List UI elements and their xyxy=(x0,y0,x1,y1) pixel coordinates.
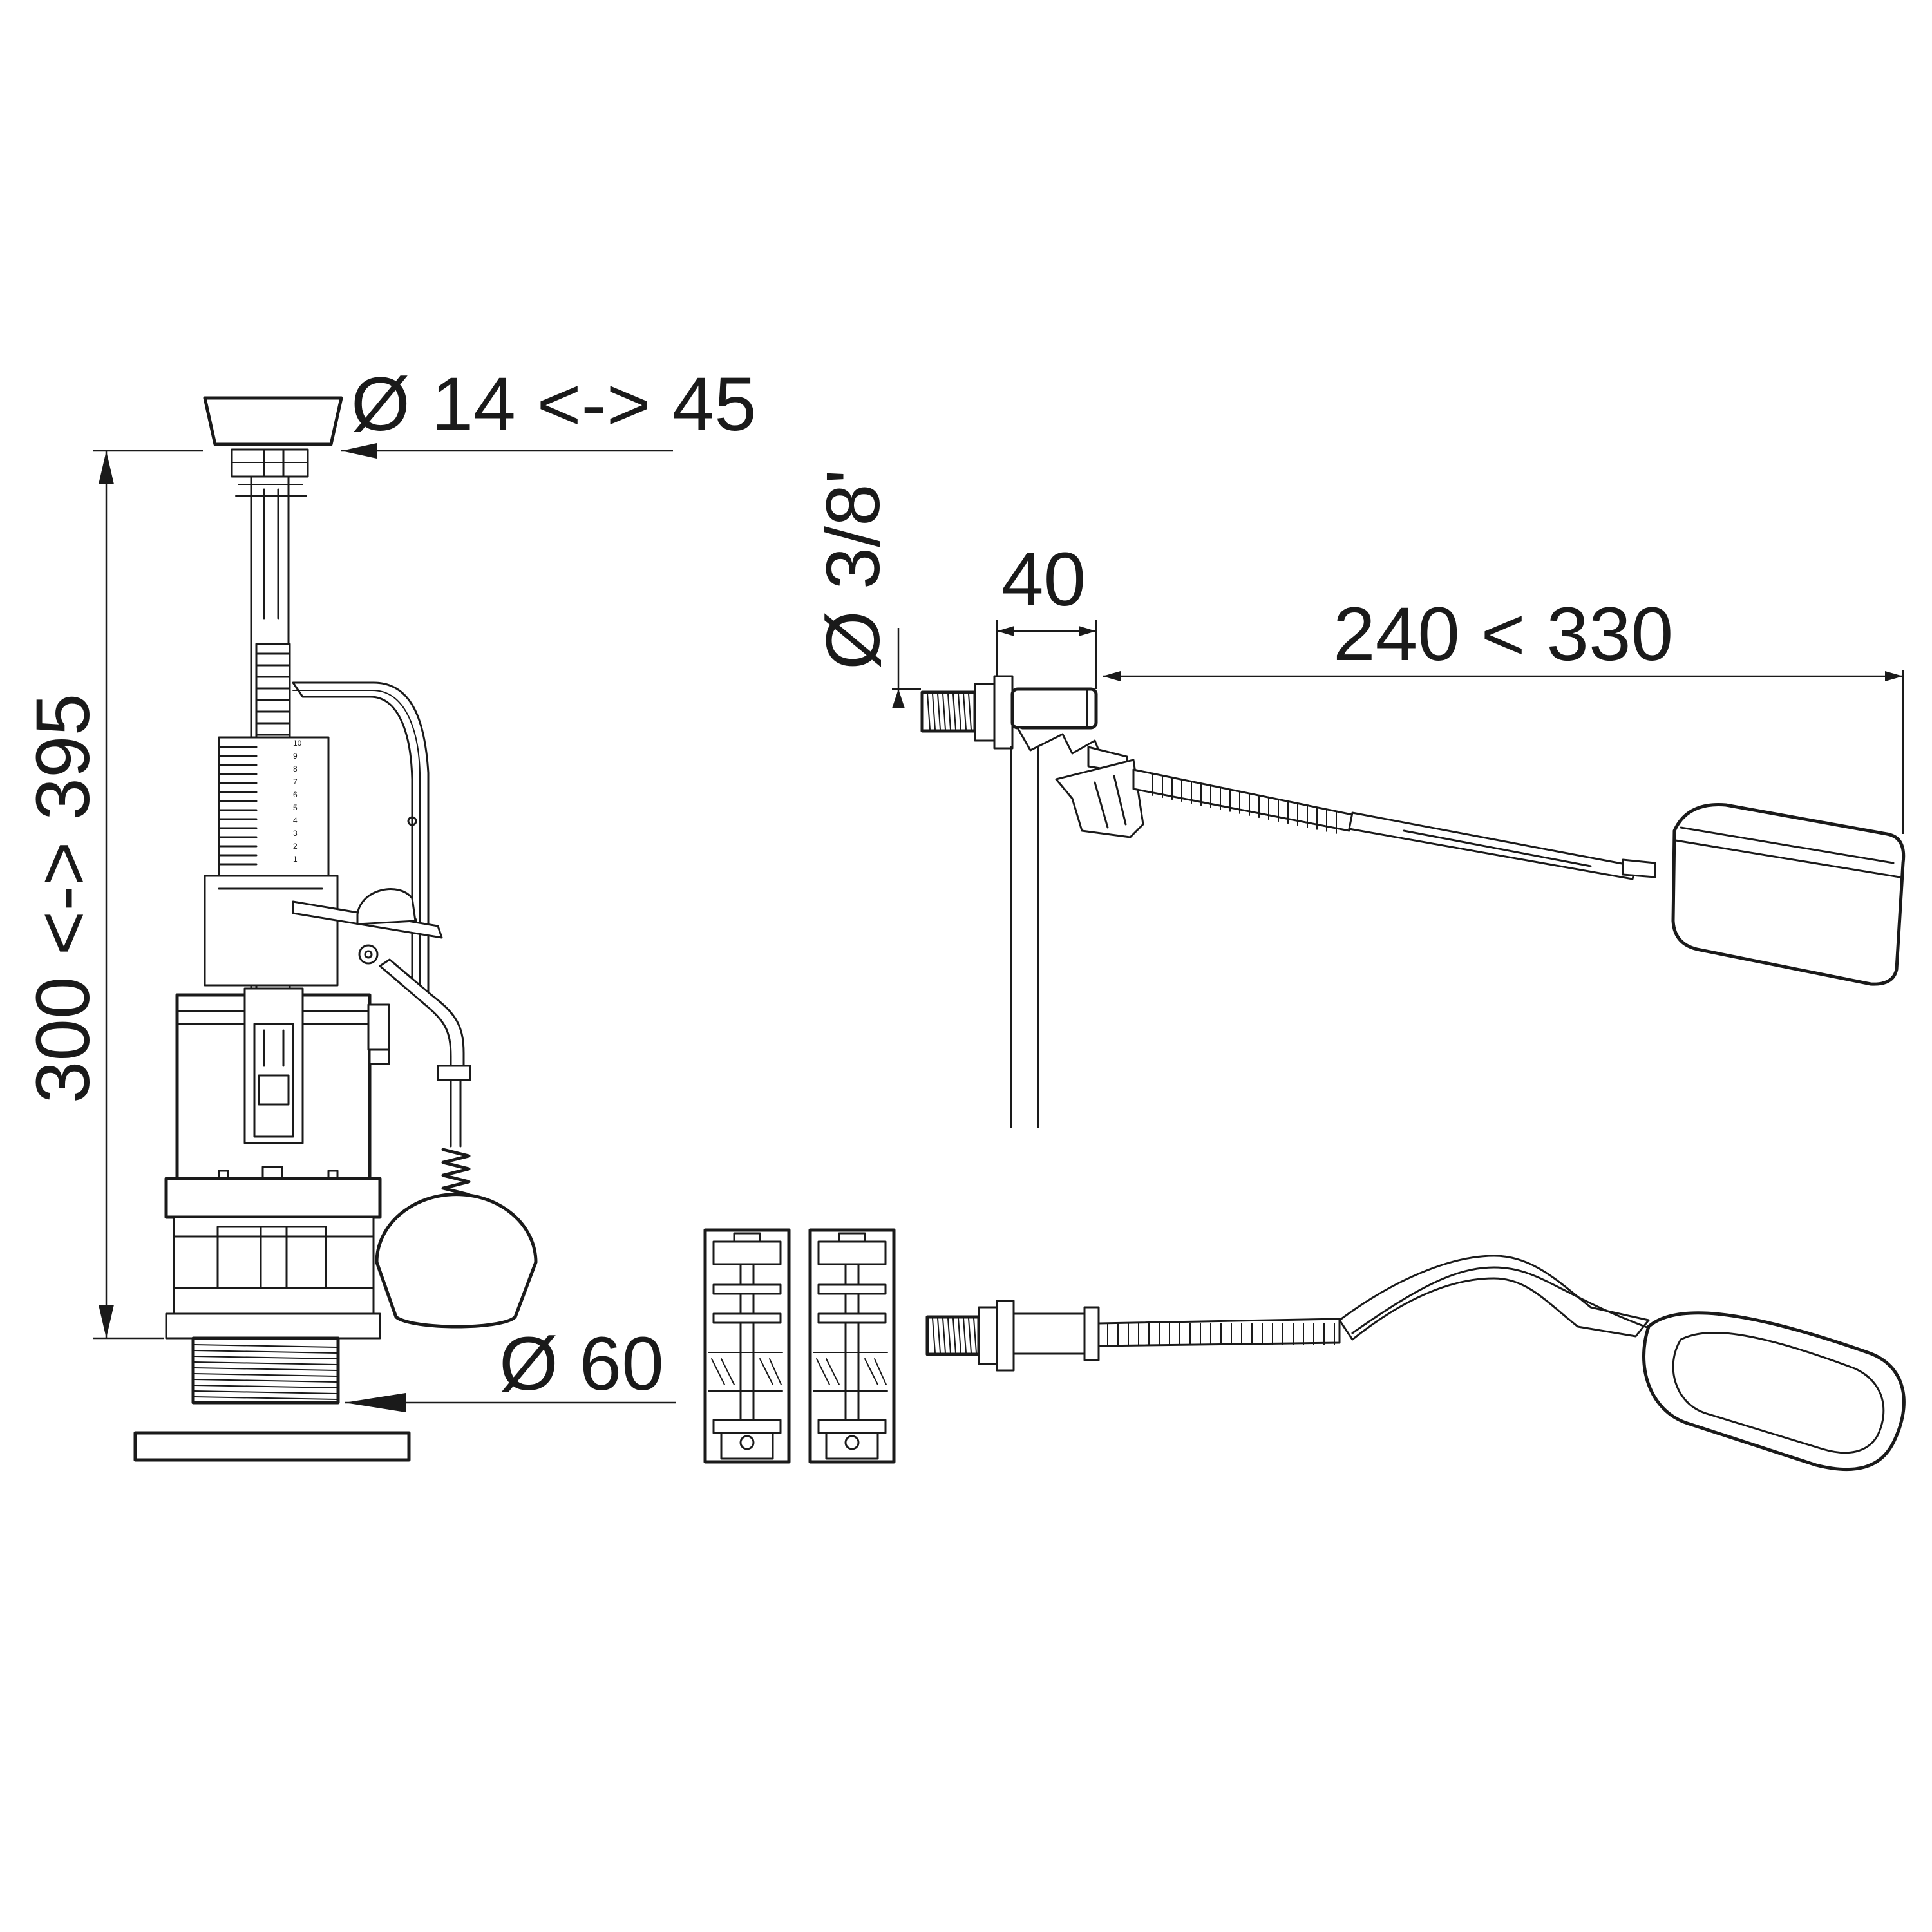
hatch-line xyxy=(937,1318,941,1354)
scale-mark: 6 xyxy=(293,790,298,799)
float-ball xyxy=(375,1193,538,1329)
hatch-line xyxy=(947,1318,951,1354)
dimension-height: 300 <-> 395 xyxy=(21,450,203,1340)
hatch-line xyxy=(194,1344,337,1348)
dimension-inlet-thread: Ø 3/8' xyxy=(811,469,921,708)
dim-label-inlet-thread: Ø 3/8' xyxy=(811,469,896,670)
dim-label-shank-length: 40 xyxy=(1001,537,1086,622)
dimension-float-arm: 240 < 330 xyxy=(1103,592,1904,834)
hatch-line xyxy=(968,1318,972,1354)
dim-label-push-button: Ø 14 <-> 45 xyxy=(351,362,757,447)
float-rod xyxy=(379,958,465,1067)
scale-mark: 10 xyxy=(293,739,302,748)
flush-valve: 10 9 8 7 6 5 4 3 2 1 xyxy=(133,396,538,1462)
valve-base xyxy=(164,1177,382,1219)
inner-tube xyxy=(204,875,339,987)
hatch-line xyxy=(952,1318,956,1354)
seal-cartridge-right xyxy=(808,1228,896,1464)
scale-mark: 4 xyxy=(293,816,298,825)
dim-label-float-arm: 240 < 330 xyxy=(1333,592,1673,677)
scale-mark: 1 xyxy=(293,855,298,864)
height-scale: 10 9 8 7 6 5 4 3 2 1 xyxy=(293,739,302,864)
hatch-line xyxy=(194,1356,337,1359)
hatch-line xyxy=(194,1390,337,1394)
dimension-shank-length: 40 xyxy=(996,537,1097,689)
hatch-line xyxy=(947,693,951,730)
dim-label-outlet: Ø 60 xyxy=(499,1321,664,1406)
hatch-line xyxy=(932,1318,936,1354)
push-button-cap xyxy=(203,396,343,446)
fill-valve-alt xyxy=(925,1255,1906,1472)
hatch-line xyxy=(963,693,967,730)
height-adjust-sleeve xyxy=(218,736,330,877)
scale-mark: 5 xyxy=(293,803,298,812)
seal-cartridge-left xyxy=(703,1228,791,1464)
hatch-line xyxy=(937,693,941,730)
dimension-outlet: Ø 60 xyxy=(345,1321,676,1412)
hatch-line xyxy=(968,693,972,730)
hatch-line xyxy=(194,1379,337,1383)
hatch-line xyxy=(952,693,956,730)
hatch-line xyxy=(927,693,931,730)
hatch-line xyxy=(194,1373,337,1377)
hatch-line xyxy=(973,1318,977,1354)
fill-valve-body xyxy=(1010,687,1098,730)
hatch-line xyxy=(194,1361,337,1365)
float-box-alt xyxy=(1642,1311,1906,1472)
hatch-line xyxy=(932,693,936,730)
pivot-pin xyxy=(358,944,379,965)
hatch-line xyxy=(942,693,946,730)
hatch-line xyxy=(194,1367,337,1371)
hatch-line xyxy=(958,1318,961,1354)
scale-mark: 3 xyxy=(293,829,298,838)
hatch-line xyxy=(942,1318,946,1354)
scale-mark: 2 xyxy=(293,842,298,851)
hatch-line xyxy=(194,1385,337,1388)
dim-label-height: 300 <-> 395 xyxy=(21,694,106,1103)
hatch-line xyxy=(963,1318,967,1354)
hatch-line xyxy=(194,1396,337,1400)
dimension-push-button: Ø 14 <-> 45 xyxy=(341,362,757,459)
hatch-line xyxy=(194,1350,337,1354)
scale-mark: 9 xyxy=(293,752,298,761)
scale-mark: 7 xyxy=(293,777,298,786)
fill-valve-side xyxy=(920,675,1906,1128)
scale-mark: 8 xyxy=(293,764,298,773)
float-arm xyxy=(1132,768,1354,832)
seal-plate xyxy=(133,1431,411,1462)
hatch-line xyxy=(958,693,961,730)
